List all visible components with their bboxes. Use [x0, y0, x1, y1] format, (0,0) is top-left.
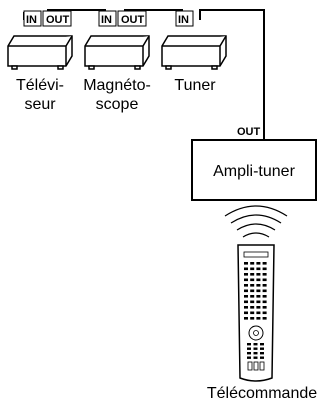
remote-button	[244, 268, 248, 271]
remote-button	[244, 273, 248, 276]
remote-button	[256, 273, 260, 276]
remote-button	[250, 262, 254, 265]
remote-button	[263, 317, 267, 320]
port-labels: IN OUT IN OUT IN OUT	[24, 11, 261, 138]
remote-button	[256, 290, 260, 293]
tv-label-line1: Télévi-	[16, 77, 64, 94]
remote-button	[250, 290, 254, 293]
remote-button	[256, 284, 260, 287]
remote-button	[254, 357, 258, 359]
remote-button	[244, 312, 248, 315]
remote-button	[256, 268, 260, 271]
remote-button	[256, 312, 260, 315]
remote-button	[244, 290, 248, 293]
remote-button	[254, 348, 258, 350]
tv-device-icon	[8, 36, 72, 69]
tv-label-line2: seur	[24, 96, 56, 113]
remote-button	[263, 268, 267, 271]
remote-button	[263, 290, 267, 293]
remote-button	[256, 317, 260, 320]
vcr-device-icon	[85, 36, 149, 69]
remote-button	[250, 312, 254, 315]
remote-button	[263, 301, 267, 304]
remote-button	[263, 295, 267, 298]
remote-button	[244, 262, 248, 265]
remote-button	[254, 352, 258, 354]
remote-button	[247, 343, 251, 345]
tv-out-label: OUT	[46, 14, 70, 26]
remote-button	[250, 295, 254, 298]
remote-button	[254, 343, 258, 345]
remote-button	[250, 306, 254, 309]
remote-button	[244, 317, 248, 320]
vcr-out-label: OUT	[121, 14, 145, 26]
remote-button	[250, 301, 254, 304]
remote-button	[260, 357, 264, 359]
tuner-label: Tuner	[174, 77, 216, 94]
remote-button	[244, 295, 248, 298]
receiver-label: Ampli-tuner	[213, 163, 295, 180]
remote-button	[247, 352, 251, 354]
remote-button	[260, 348, 264, 350]
remote-button	[244, 279, 248, 282]
remote-button	[244, 284, 248, 287]
remote-control-icon	[238, 245, 274, 381]
remote-button	[260, 343, 264, 345]
cables	[24, 10, 264, 140]
remote-button	[263, 279, 267, 282]
remote-button	[256, 279, 260, 282]
tuner-device-icon	[162, 36, 226, 69]
vcr-label-line1: Magnéto-	[83, 77, 151, 94]
remote-button	[256, 262, 260, 265]
remote-button	[250, 279, 254, 282]
remote-button	[250, 273, 254, 276]
tuner-in-label: IN	[178, 14, 189, 26]
vcr-label-line2: scope	[96, 96, 139, 113]
remote-label: Télécommande	[207, 385, 317, 401]
remote-button	[263, 273, 267, 276]
remote-button	[260, 352, 264, 354]
remote-button	[256, 295, 260, 298]
remote-button	[247, 357, 251, 359]
remote-button	[250, 317, 254, 320]
remote-button	[263, 306, 267, 309]
ir-signal-icon	[225, 206, 287, 237]
vcr-in-label: IN	[101, 14, 112, 26]
remote-button	[263, 284, 267, 287]
cable-tuner-receiver	[200, 10, 264, 140]
remote-button	[263, 262, 267, 265]
remote-button	[263, 312, 267, 315]
tv-in-label: IN	[26, 14, 37, 26]
remote-button	[247, 348, 251, 350]
remote-button	[244, 301, 248, 304]
source-devices	[8, 36, 226, 69]
remote-button	[250, 268, 254, 271]
remote-button	[256, 306, 260, 309]
remote-button	[256, 301, 260, 304]
remote-button	[244, 306, 248, 309]
remote-button	[250, 284, 254, 287]
receiver-out-label: OUT	[237, 126, 261, 138]
